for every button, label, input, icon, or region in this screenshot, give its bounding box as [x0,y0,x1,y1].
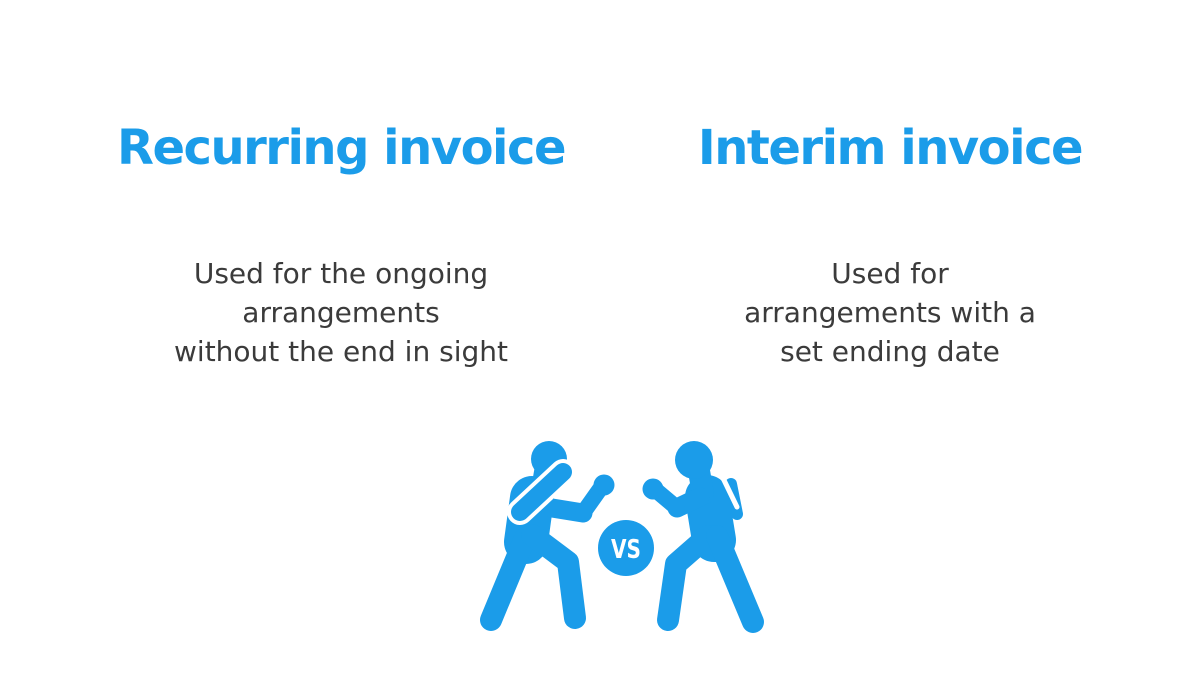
vs-label: VS [611,535,641,565]
recurring-invoice-column: Recurring invoice Used for the ongoing a… [41,0,641,700]
vs-badge: VS [598,520,654,576]
recurring-invoice-description: Used for the ongoing arrangements withou… [174,257,508,368]
recurring-invoice-title: Recurring invoice [116,120,567,176]
versus-illustration-svg: VS [480,441,764,633]
versus-illustration: VS [450,430,800,650]
interim-invoice-title: Interim invoice [697,120,1084,176]
boxer-right-icon [642,441,764,633]
vs-badge-circle [598,520,654,576]
boxer-left-icon [480,441,615,631]
interim-invoice-column: Interim invoice Used for arrangements wi… [590,0,1190,700]
interim-invoice-description: Used for arrangements with a set ending … [744,257,1036,368]
